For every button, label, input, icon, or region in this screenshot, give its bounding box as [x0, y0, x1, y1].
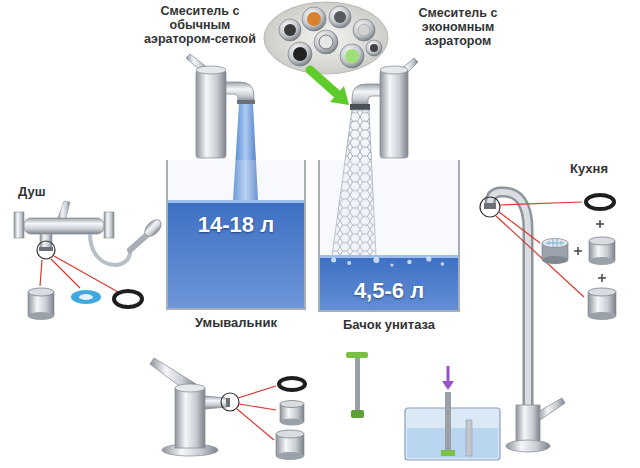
faucet-caption: Смеситель с обычным аэратором-сеткой — [138, 4, 262, 46]
faucet-caption: Смеситель с экономным аэратором — [406, 6, 510, 48]
section-label: Душ — [18, 185, 68, 199]
washbasin-faucet — [150, 358, 305, 460]
label-holder: Душ — [18, 185, 68, 199]
aerator-photo — [264, 2, 388, 74]
toilet-cistern — [405, 366, 500, 460]
green-arrow — [310, 70, 349, 105]
volume-value: 14-18 л — [168, 212, 304, 238]
water-container: 14-18 лУмывальник — [166, 160, 306, 310]
volume-value: 4,5-6 л — [320, 278, 458, 304]
shower-mixer — [14, 201, 164, 320]
water-container: 4,5-6 лБачок унитаза — [318, 160, 460, 312]
label-holder: Смеситель с обычным аэратором-сеткой — [138, 4, 262, 46]
container-caption: Умывальник — [168, 315, 304, 331]
label-holder: Кухня — [570, 162, 630, 176]
flush-valve — [346, 352, 368, 418]
label-holder: Смеситель с экономным аэратором — [406, 6, 510, 48]
container-caption: Бачок унитаза — [320, 317, 458, 333]
section-label: Кухня — [570, 162, 630, 176]
